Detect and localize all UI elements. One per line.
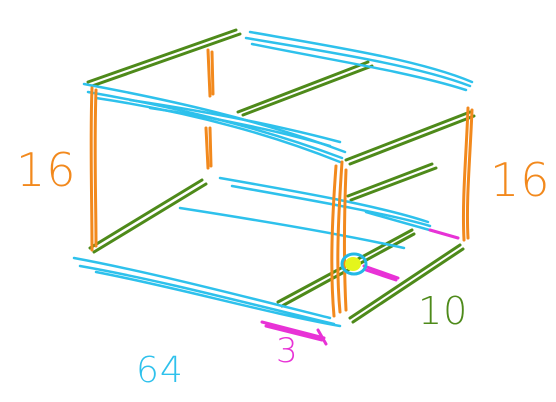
depth-edge-top-middle (236, 60, 374, 117)
depth-edge-top-right (344, 110, 476, 166)
height-edge-front-right (330, 160, 348, 318)
height-edge-back-left (204, 48, 215, 170)
width-edge-top-inner (128, 98, 342, 148)
width-edge-bottom-back (178, 176, 432, 250)
offset-markers (260, 228, 460, 346)
height-edges (89, 48, 474, 318)
height-edge-front-left (89, 86, 98, 252)
offset-label: 3 (276, 331, 299, 371)
offset-dimension-bar (260, 320, 326, 342)
depth-edge-top-left (86, 28, 242, 88)
width-edge-bottom-front (72, 256, 342, 328)
width-edge-top-front (82, 82, 347, 164)
depth-label: 10 (418, 289, 468, 333)
depth-edge-bottom-right (348, 243, 465, 324)
height-edge-back-right (461, 106, 474, 242)
height-label-left: 16 (16, 143, 77, 197)
highlighted-point (340, 252, 368, 276)
height-label-right: 16 (490, 153, 551, 207)
depth-edge-bottom-left (88, 178, 208, 254)
depth-edges (86, 28, 476, 324)
width-edge-top-back (244, 30, 474, 92)
offset-dimension-tick (316, 328, 328, 346)
point-ring (340, 252, 368, 276)
point-dot (345, 257, 361, 271)
width-label: 64 (136, 350, 184, 391)
point-offset-marker (362, 264, 400, 282)
depth-edge-mid-right (346, 162, 438, 202)
corner-offset-marker (428, 228, 460, 240)
